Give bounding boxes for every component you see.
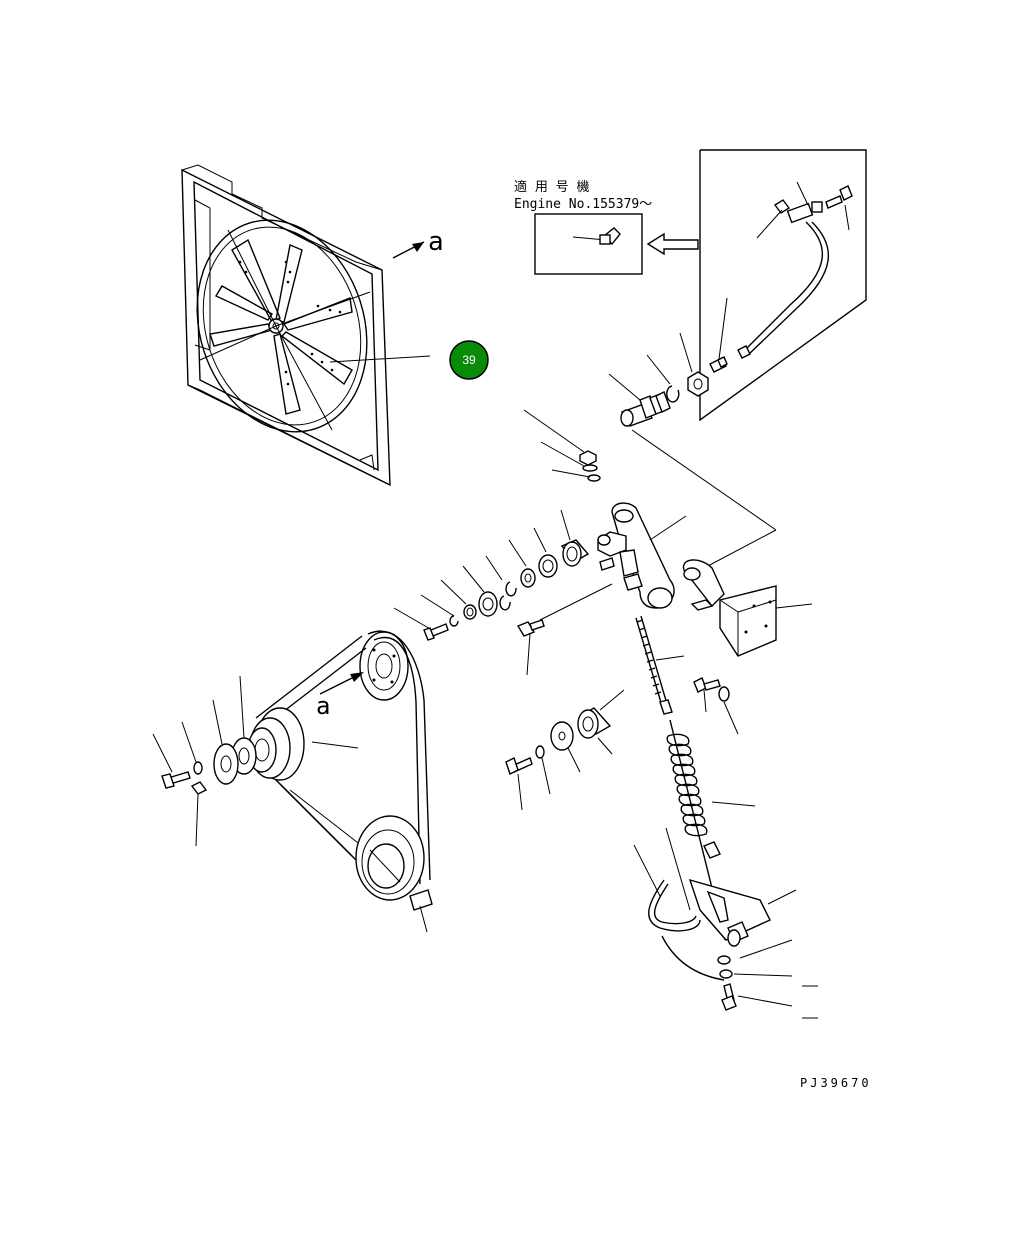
fan-guard-assembly bbox=[181, 164, 391, 487]
callout-badge-number: 39 bbox=[462, 353, 476, 367]
pulley-hardware bbox=[505, 707, 613, 811]
detail-view-box bbox=[699, 149, 867, 422]
hollow-arrow-left bbox=[646, 232, 699, 256]
callout-badge-circle bbox=[449, 340, 489, 380]
applicability-detail-box bbox=[534, 213, 643, 275]
view-arrow-upper: a bbox=[392, 227, 444, 259]
pedal-bracket bbox=[633, 827, 818, 1019]
belt-and-pulleys bbox=[152, 630, 433, 933]
view-arrow-upper-label: a bbox=[428, 227, 444, 257]
tensioner-arm-assembly bbox=[393, 409, 813, 735]
view-arrow-lower-label: a bbox=[316, 692, 330, 720]
rivet-dots bbox=[238, 260, 342, 386]
callout-badge-39[interactable]: 39 bbox=[449, 340, 489, 380]
shaft-items bbox=[608, 332, 777, 568]
applicability-label-jp: 適 用 号 機 bbox=[514, 179, 589, 195]
applicability-engine-no: Engine No.155379～ bbox=[514, 197, 652, 212]
view-arrow-lower: a bbox=[316, 672, 364, 720]
drawing-id: PJ39670 bbox=[800, 1076, 872, 1090]
